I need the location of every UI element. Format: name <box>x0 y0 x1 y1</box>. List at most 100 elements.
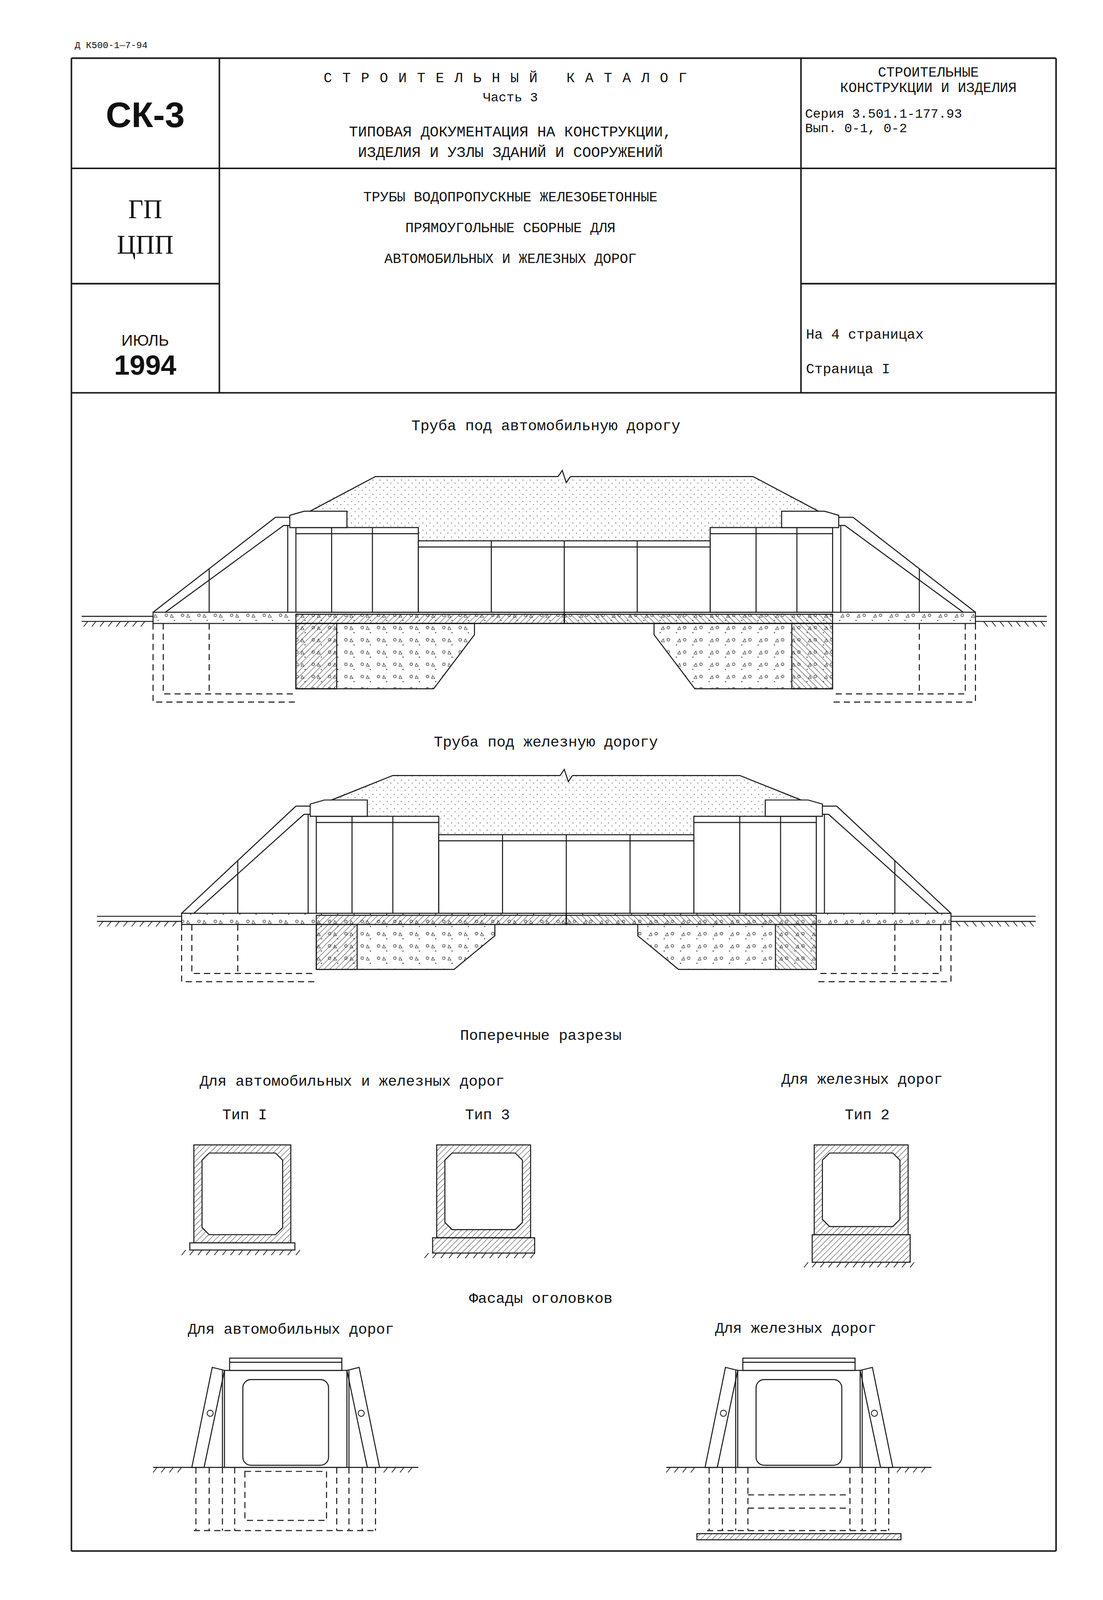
ground-hatch <box>153 1466 158 1472</box>
header-text: СТРОИТЕЛЬНЫЙ КАТАЛОГ <box>323 70 698 87</box>
catalog-title-cell: СТРОИТЕЛЬНЫЙ КАТАЛОГЧасть 3ТИПОВАЯ ДОКУМ… <box>219 58 801 169</box>
ground-hatch <box>279 1249 284 1255</box>
ground-hatch <box>263 1249 268 1255</box>
culvert-long-section <box>97 769 1036 982</box>
hidden-foundation <box>361 1466 363 1530</box>
header-text: СТРОИТЕЛЬНЫЕ КОНСТРУКЦИИ И ИЗДЕЛИЯ <box>834 65 1022 97</box>
headwall-cap <box>310 799 368 817</box>
hidden-foundation <box>208 1466 210 1530</box>
pipe-end-section <box>316 815 439 913</box>
break-mark <box>558 470 571 483</box>
frame-line <box>70 58 72 1551</box>
ground-hatch <box>155 920 161 927</box>
headwall-cap <box>229 1357 342 1370</box>
section-base <box>812 1234 911 1262</box>
ground-hatch <box>214 1249 219 1255</box>
cap-line <box>229 1361 342 1363</box>
ground-hatch <box>1016 621 1021 627</box>
pipe-joint <box>490 540 492 613</box>
frame-line <box>800 282 1056 285</box>
bolt-symbol <box>207 1409 214 1416</box>
sheet-code-cell: СК-3 <box>71 58 220 169</box>
label-slot: Для автомобильных дорог <box>187 1320 395 1339</box>
hidden-foundation <box>244 1470 327 1521</box>
ground-hatch <box>424 1252 429 1258</box>
ground-line <box>950 915 1036 917</box>
ground-hatch <box>106 920 112 927</box>
ground-hatch <box>853 1261 858 1267</box>
section-heading: Фасады оголовков <box>468 1289 613 1308</box>
hidden-foundation <box>374 1466 376 1530</box>
hidden-foundation <box>747 1466 749 1530</box>
text-slot: 1994 <box>113 348 177 382</box>
text-slot: ИЮЛЬ <box>121 330 170 350</box>
title-block-frame <box>71 58 1057 1551</box>
label-slot: Фасады оголовков <box>468 1289 613 1308</box>
foundation-block <box>775 924 817 969</box>
ground-hatch <box>238 1249 243 1255</box>
wing-rib <box>237 860 239 913</box>
wing-wall <box>832 525 964 613</box>
wing-wall <box>193 813 317 913</box>
ground-hatch <box>205 1249 211 1255</box>
wing-wall <box>860 1366 893 1467</box>
section-opening <box>202 1152 283 1235</box>
pipe-joint <box>502 834 503 913</box>
ground-hatch <box>296 1249 301 1255</box>
ground-hatch <box>893 1261 898 1267</box>
frame-line <box>71 1549 1057 1552</box>
ground-hatch <box>99 621 105 627</box>
organization-cell: ГП ЦПП <box>71 168 220 284</box>
hidden-foundation <box>861 1466 863 1530</box>
ground-hatch <box>690 1466 695 1472</box>
frame-line <box>1055 58 1057 1551</box>
ground-hatch <box>991 621 997 627</box>
wing-rib <box>840 525 842 613</box>
ground-hatch <box>514 1252 519 1258</box>
foundation-block <box>637 924 817 969</box>
section-base <box>189 1242 295 1250</box>
embankment-outline <box>306 476 559 514</box>
ground-hatch <box>440 1252 446 1258</box>
label-slot: Тип 3 <box>465 1106 510 1125</box>
hidden-foundation <box>816 924 941 974</box>
ground-line <box>97 920 182 922</box>
foundation-block <box>654 623 833 689</box>
series-cell: СТРОИТЕЛЬНЫЕ КОНСТРУКЦИИ И ИЗДЕЛИЯСерия … <box>800 58 1056 169</box>
ground-hatch <box>230 1249 235 1255</box>
ground-hatch <box>189 1249 194 1255</box>
bolt-symbol <box>720 1409 727 1416</box>
ground-hatch <box>432 1252 437 1258</box>
ground-hatch <box>141 621 146 627</box>
ground-hatch <box>913 1466 918 1472</box>
text-slot: СТРОИТЕЛЬНЫЙ КАТАЛОГ <box>323 70 698 87</box>
label-slot: Для железных дорог <box>714 1319 877 1338</box>
headwall-facade <box>153 1357 419 1530</box>
wing-wall <box>816 813 939 913</box>
ground-hatch <box>115 920 120 927</box>
frame-line <box>800 58 802 393</box>
wing-rib <box>348 1370 350 1468</box>
hidden-foundation <box>708 1466 710 1530</box>
ground-hatch <box>383 1466 389 1472</box>
ground-hatch <box>972 920 977 927</box>
hidden-foundation <box>153 623 297 702</box>
hidden-foundation <box>707 1529 891 1531</box>
wing-rib <box>894 860 896 913</box>
pipe-section <box>438 834 694 913</box>
ground-hatch <box>254 1249 260 1255</box>
wing-rib <box>208 568 210 612</box>
wing-wall <box>816 806 951 913</box>
hidden-foundation <box>832 623 966 694</box>
embankment-fill <box>296 476 833 613</box>
base-plate <box>696 1533 901 1540</box>
type-label: Тип I <box>222 1106 268 1125</box>
ground-hatch <box>161 1466 166 1472</box>
ground-hatch <box>897 1466 902 1472</box>
ground-line <box>950 920 1036 922</box>
pipe-joint <box>629 834 631 913</box>
ground-hatch <box>905 1466 910 1472</box>
wing-wall <box>165 525 297 613</box>
hidden-foundation <box>221 1466 223 1530</box>
